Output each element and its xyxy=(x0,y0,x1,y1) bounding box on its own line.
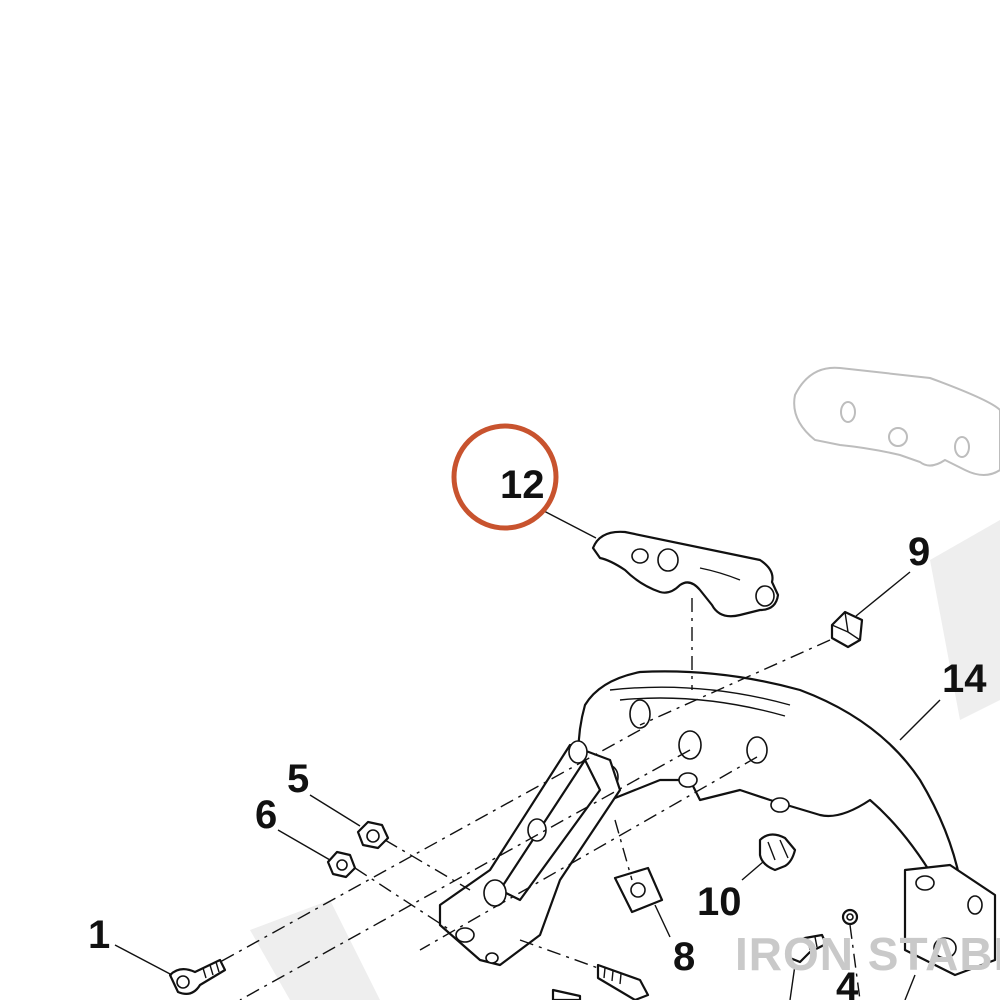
callout-9: 9 xyxy=(908,530,930,574)
callout-1: 1 xyxy=(88,913,110,957)
leader-lines xyxy=(114,509,941,1000)
support-bracket xyxy=(438,740,622,967)
highlight-circle xyxy=(451,423,559,531)
nut-part-5 xyxy=(356,820,390,850)
callout-5: 5 xyxy=(287,757,309,801)
callout-8: 8 xyxy=(673,935,695,979)
grab-rail-part-14 xyxy=(577,670,997,977)
watermark-text: IRON STABLE xyxy=(735,928,1000,980)
callout-12: 12 xyxy=(500,463,545,507)
bolt-part-4 xyxy=(788,908,859,964)
assembly-lines xyxy=(219,598,861,1000)
callout-10: 10 xyxy=(697,880,742,924)
plate-part-12 xyxy=(591,530,780,618)
callout-14: 14 xyxy=(942,657,987,701)
bolt-lower-2 xyxy=(551,988,582,1000)
clip-part-10 xyxy=(758,833,797,872)
callout-4: 4 xyxy=(836,965,859,1000)
bolt-part-1 xyxy=(168,958,227,995)
clip-part-9 xyxy=(830,610,864,649)
callout-6: 6 xyxy=(255,793,277,837)
ghost-rail-outline xyxy=(793,366,1000,476)
nut-plate-part-8 xyxy=(613,866,664,914)
nut-part-6 xyxy=(326,850,357,879)
bolt-lower-1 xyxy=(596,963,650,1000)
